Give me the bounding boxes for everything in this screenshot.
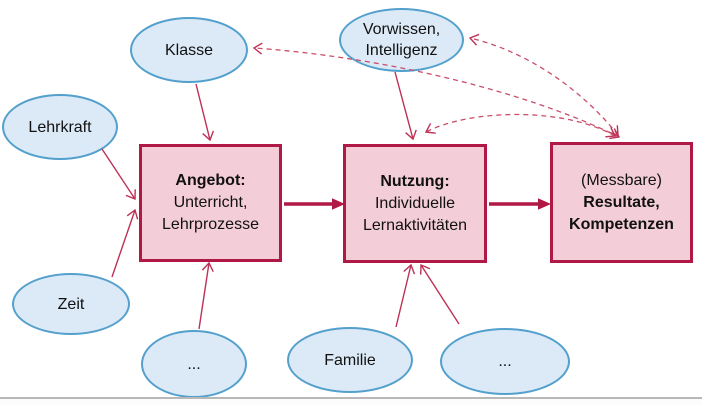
arrow-familie-nutzung [395,263,416,328]
box-angebot-line3: Lehrprozesse [162,216,259,233]
ellipse-dots-2-label: ... [498,353,512,370]
box-nutzung-line1: Nutzung: [380,172,450,190]
arrow-klasse-angebot [195,83,215,142]
slide-bottom-rule [0,397,702,399]
slide-bottom-margin [0,399,702,405]
box-resultate-line3: Kompetenzen [569,215,674,233]
ellipse-dots-1-label: ... [187,355,201,373]
ellipse-lehrkraft: Lehrkraft [2,94,118,160]
ellipse-dots-1: ... [141,330,247,398]
ellipse-vorwissen-intelligenz: Vorwissen, Intelligenz [339,8,464,72]
dashed-arrow-resultate-nutzung [424,113,617,138]
box-resultate: (Messbare) Resultate, Kompetenzen [550,142,693,263]
ellipse-familie: Familie [287,327,413,393]
arrow-dots2-nutzung [420,263,460,325]
box-nutzung: Nutzung: Individuelle Lernaktivitäten [343,144,487,263]
ellipse-dots-2: ... [440,328,570,395]
box-angebot-line2: Unterricht, [173,194,248,211]
box-resultate-line2: Resultate, [583,193,660,211]
arrow-vorwissen-nutzung [394,71,417,141]
ellipse-klasse-label: Klasse [164,41,214,59]
ellipse-zeit: Zeit [12,273,130,335]
arrow-nutzung-resultate [489,198,551,210]
ellipse-familie-label: Familie [324,351,376,369]
box-nutzung-line3: Lernaktivitäten [362,216,468,234]
ellipse-vorwissen-line2: Intelligenz [365,42,438,59]
box-nutzung-line2: Individuelle [374,194,456,212]
arrow-lehrkraft-angebot [101,148,136,201]
ellipse-lehrkraft-label: Lehrkraft [28,118,92,136]
ellipse-vorwissen-line1: Vorwissen, [362,21,441,38]
arrow-angebot-nutzung [284,198,345,210]
ellipse-zeit-label: Zeit [57,295,85,313]
box-angebot: Angebot: Unterricht, Lehrprozesse [139,144,282,262]
box-resultate-line1: (Messbare) [581,171,662,189]
dashed-arrow-resultate-vorwissen [468,33,619,136]
arrow-dots1-angebot [198,261,214,330]
arrow-zeit-angebot [111,208,139,278]
box-angebot-line1: Angebot: [175,172,246,189]
ellipse-klasse: Klasse [130,17,248,83]
